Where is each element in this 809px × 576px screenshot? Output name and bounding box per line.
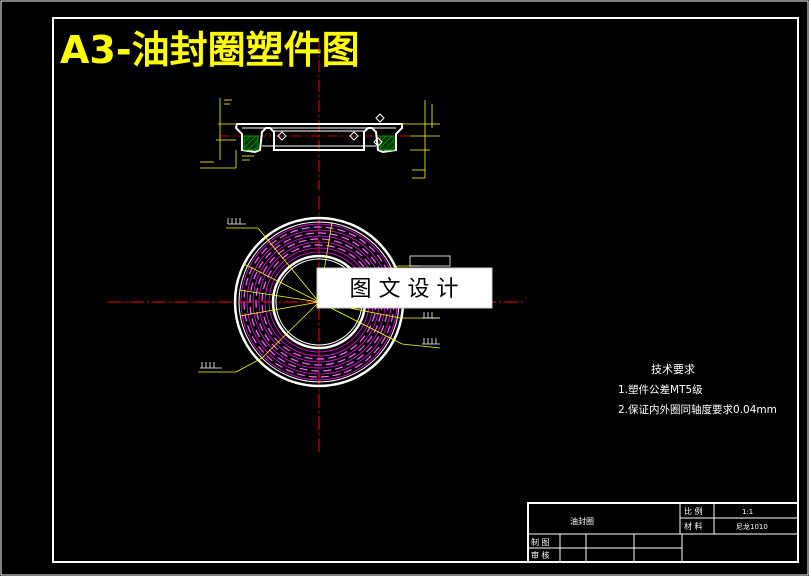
tech-requirements: 技术要求 1.塑件公差MT5级 2.保证内外圈同轴度要求0.04mm xyxy=(618,363,777,416)
title-block-scale-value: 1:1 xyxy=(742,508,753,516)
surface-symbol-right xyxy=(375,113,385,123)
section-outline xyxy=(234,123,403,154)
watermark-text: 图 文 设 计 xyxy=(350,277,459,302)
section-view xyxy=(200,40,440,190)
left-section-hatch xyxy=(243,135,259,151)
title-block xyxy=(527,502,799,563)
section-dimensions xyxy=(200,98,440,179)
tech-requirement-1: 1.塑件公差MT5级 xyxy=(618,383,703,396)
tech-requirements-heading: 技术要求 xyxy=(651,363,695,376)
plan-view xyxy=(108,196,525,454)
title-block-material-value: 尼龙1010 xyxy=(736,522,768,531)
inner-frame xyxy=(52,17,799,563)
title-block-checked-label: 审 核 xyxy=(531,550,550,560)
title-block-scale-label: 比 例 xyxy=(684,506,703,516)
plan-annotation-ticks xyxy=(200,218,451,369)
surface-symbol-left xyxy=(277,131,287,141)
title-block-drawn-label: 制 图 xyxy=(531,537,550,547)
title-block-material-label: 材 料 xyxy=(684,521,703,531)
tech-requirement-2: 2.保证内外圈同轴度要求0.04mm xyxy=(618,403,777,416)
drawing-title: A3-油封圈塑件图 xyxy=(60,28,360,72)
surface-symbol-small xyxy=(373,137,383,147)
watermark-box xyxy=(316,267,493,309)
right-section-hatch xyxy=(379,135,395,151)
title-block-part-name: 油封圈 xyxy=(570,516,594,526)
surface-symbol-mid xyxy=(349,131,359,141)
